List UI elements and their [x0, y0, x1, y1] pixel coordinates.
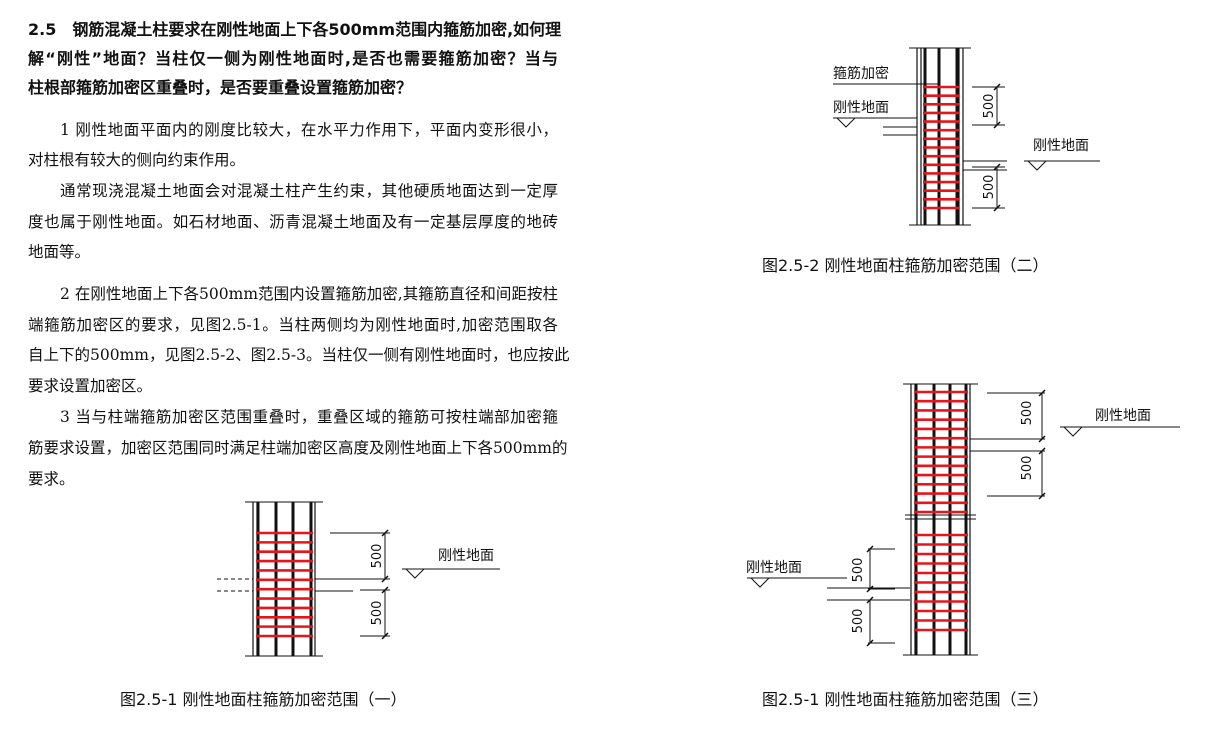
- dimension-label: 500: [851, 558, 866, 583]
- title-line: 解“刚性”地面？当柱仅一侧为刚性地面时,是否也需要箍筋加密？当与: [28, 49, 558, 68]
- dimension-label: 500: [1020, 456, 1035, 481]
- ground-label: 刚性地面: [438, 548, 494, 564]
- ground-symbol-icon: [1027, 160, 1047, 171]
- figure-1-caption: 图2.5-1 刚性地面柱箍筋加密范围（一）: [120, 690, 407, 709]
- paragraph-line: 度也属于刚性地面。如石材地面、沥青混凝土地面及有一定基层厚度的地砖: [28, 213, 558, 231]
- ground-symbol-icon: [405, 568, 425, 579]
- paragraph-line: 2 在刚性地面上下各500mm范围内设置箍筋加密,其箍筋直径和间距按柱: [60, 285, 558, 303]
- title-line: 2.5 钢筋混凝土柱要求在刚性地面上下各500mm范围内箍筋加密,如何理: [28, 20, 562, 39]
- ground-symbol-icon: [750, 577, 770, 588]
- dimension-label: 500: [370, 601, 385, 626]
- dimension-label: 500: [1020, 401, 1035, 426]
- dimension-label: 500: [982, 175, 997, 200]
- paragraph-line: 对柱根有较大的侧向约束作用。: [28, 151, 246, 169]
- ground-label-left: 刚性地面: [833, 100, 889, 116]
- paragraph-line: 地面等。: [28, 243, 91, 261]
- ground-label-right: 刚性地面: [1033, 138, 1089, 154]
- figure-3-diagram: 刚性地面 刚性地面 500 500 500 500: [746, 383, 1180, 656]
- paragraph-line: 要求。: [28, 470, 75, 488]
- ground-symbol-icon: [836, 117, 856, 128]
- ground-label-right: 刚性地面: [1095, 408, 1151, 424]
- ground-label-left: 刚性地面: [746, 560, 802, 576]
- paragraph-line: 1 刚性地面平面内的刚度比较大，在水平力作用下，平面内变形很小，: [60, 121, 558, 139]
- paragraph-line: 要求设置加密区。: [28, 377, 153, 395]
- dimension-label: 500: [851, 609, 866, 634]
- paragraph-line: 通常现浇混凝土地面会对混凝土柱产生约束，其他硬质地面达到一定厚: [60, 182, 558, 200]
- dimension-label: 500: [982, 94, 997, 119]
- figure-2-caption: 图2.5-2 刚性地面柱箍筋加密范围（二）: [762, 256, 1049, 275]
- figure-2-diagram: 箍筋加密 刚性地面 刚性地面 500 500: [833, 47, 1100, 226]
- ground-symbol-icon: [1063, 426, 1083, 437]
- paragraph-line: 3 当与柱端箍筋加密区范围重叠时，重叠区域的箍筋可按柱端部加密箍: [60, 408, 558, 426]
- title-line: 柱根部箍筋加密区重叠时，是否要重叠设置箍筋加密？: [28, 78, 413, 97]
- paragraph-line: 筋要求设置，加密区范围同时满足柱端加密区高度及刚性地面上下各500mm的: [28, 439, 568, 457]
- paragraph-line: 端箍筋加密区的要求，见图2.5-1。当柱两侧均为刚性地面时,加密范围取各: [28, 316, 558, 334]
- stirrup-label: 箍筋加密: [833, 65, 889, 82]
- figure-3-caption: 图2.5-1 刚性地面柱箍筋加密范围（三）: [762, 690, 1049, 709]
- dimension-label: 500: [370, 544, 385, 569]
- paragraph-line: 自上下的500mm，见图2.5-2、图2.5-3。当柱仅一侧有刚性地面时，也应按…: [28, 346, 570, 364]
- figure-1-diagram: 刚性地面 500 500: [217, 501, 500, 657]
